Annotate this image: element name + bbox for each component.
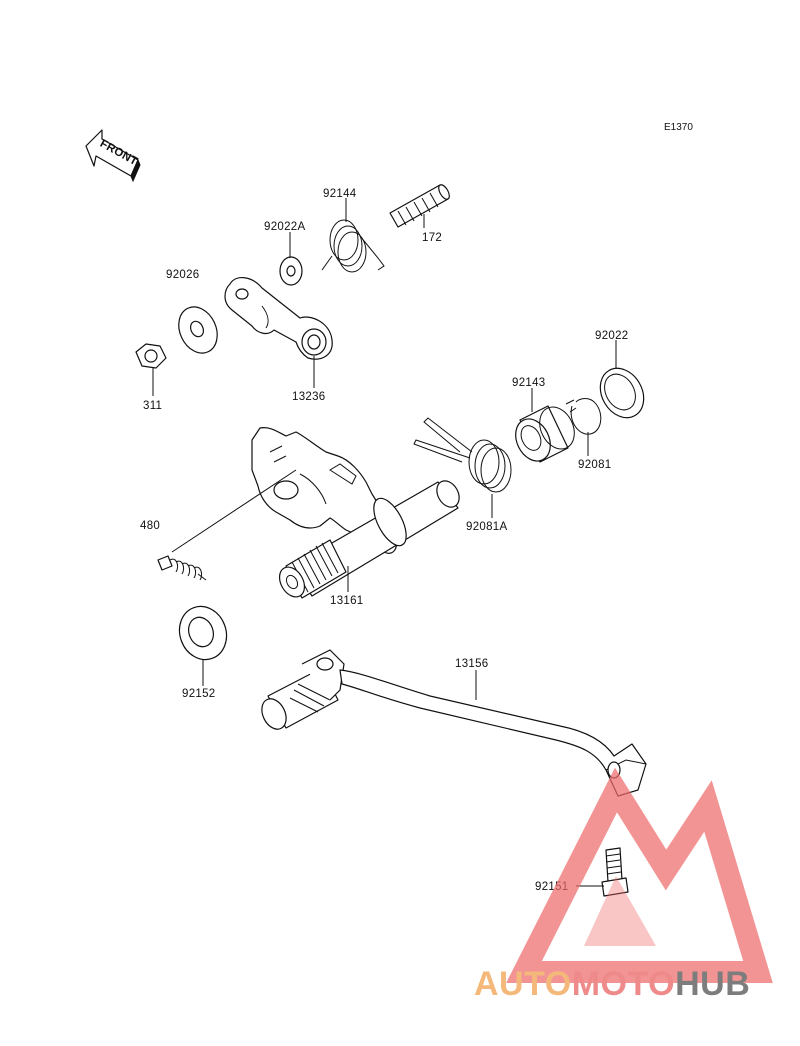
watermark-text: AUTOMOTOHUB <box>474 965 750 1003</box>
shaft-13161 <box>251 427 460 599</box>
nut-311 <box>135 343 167 369</box>
lever-13236 <box>224 277 333 360</box>
label-13161: 13161 <box>330 595 363 607</box>
circlip-480 <box>565 398 602 435</box>
spring-92081 <box>157 469 297 581</box>
label-92144: 92144 <box>323 188 357 200</box>
label-92022A: 92022A <box>264 221 305 233</box>
watermark-auto: AUTO <box>474 965 572 1003</box>
leader-lines <box>152 198 617 887</box>
label-92026: 92026 <box>166 269 199 281</box>
watermark-hub: HUB <box>675 965 750 1003</box>
spring-92081A <box>413 417 512 493</box>
label-92081A: 92081A <box>466 521 507 533</box>
watermark-logo-icon <box>506 767 773 983</box>
label-92022: 92022 <box>595 330 628 342</box>
pin-172 <box>389 184 450 228</box>
label-13236: 13236 <box>292 391 325 403</box>
collar-92143 <box>515 405 575 463</box>
spring-92144 <box>321 219 385 273</box>
label-92081: 480 <box>140 520 160 532</box>
pedal-13156 <box>261 649 647 797</box>
washer-92026 <box>178 306 218 354</box>
label-92143: 92143 <box>512 377 545 389</box>
washer-92022 <box>599 367 645 419</box>
label-13156: 13156 <box>455 658 488 670</box>
bolt-92151 <box>601 847 629 897</box>
label-480: 92081 <box>578 459 611 471</box>
label-92152: 92152 <box>182 688 215 700</box>
front-arrow-icon: FRONT <box>85 129 141 183</box>
diagram-code: E1370 <box>664 122 693 133</box>
label-172: 172 <box>422 232 442 244</box>
washer-92022A <box>279 256 303 286</box>
seal-92152 <box>178 605 228 661</box>
watermark-moto: MOTO <box>572 965 675 1003</box>
label-311: 311 <box>143 400 162 412</box>
svg-text:AUTOMOTOHUB: AUTOMOTOHUB <box>474 965 750 1003</box>
